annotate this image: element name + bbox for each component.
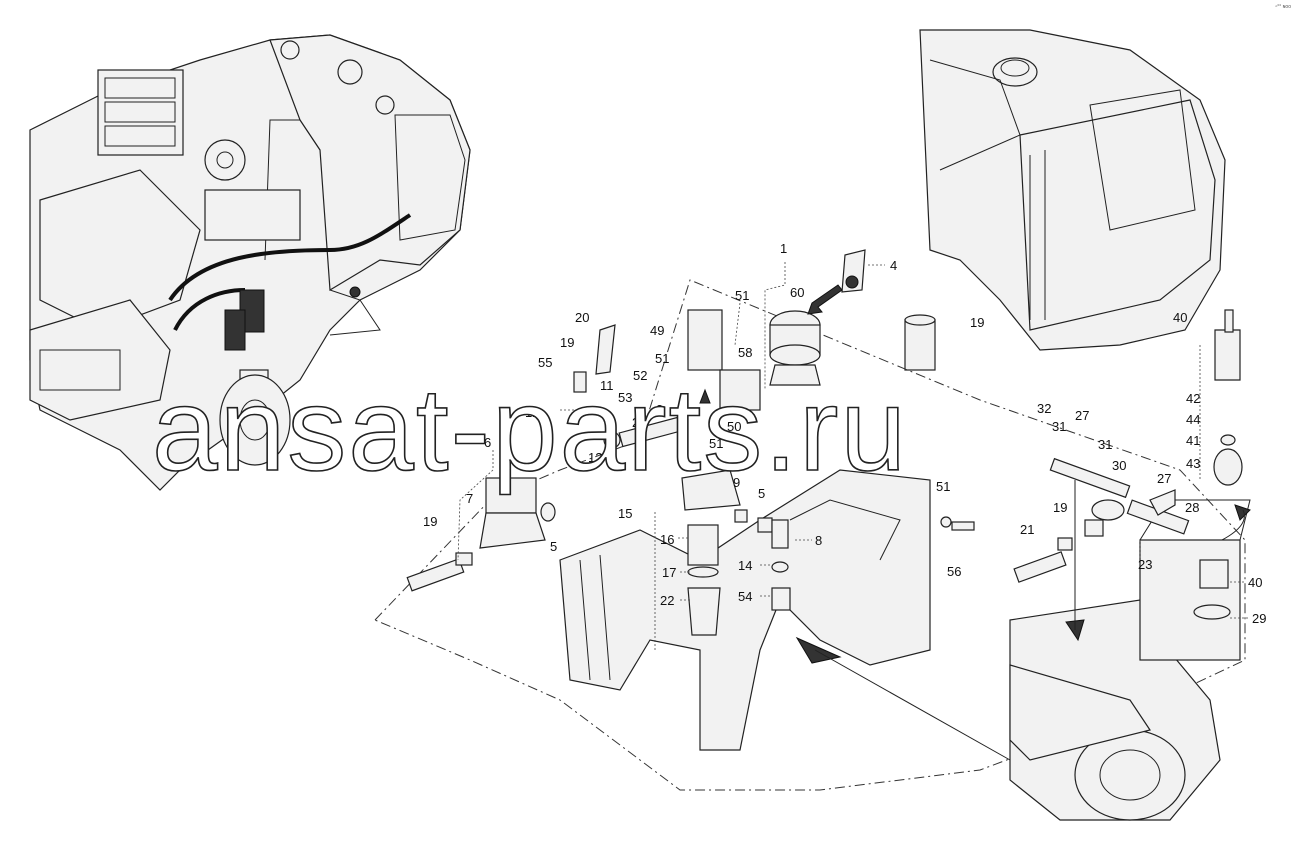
direction-arrows xyxy=(699,284,1251,761)
callout-label: 41 xyxy=(1186,433,1200,448)
filter-housing-15 xyxy=(681,469,741,636)
callout-label: 4 xyxy=(890,258,897,273)
callout-label: 43 xyxy=(1186,456,1200,471)
callout-label: 31 xyxy=(1098,437,1112,452)
bolt-56 xyxy=(940,516,975,531)
callout-label: 1 xyxy=(780,241,787,256)
callout-label: 15 xyxy=(618,506,632,521)
callout-label: 20 xyxy=(575,310,589,325)
callout-label: 54 xyxy=(738,589,752,604)
callout-label: 51 xyxy=(709,436,723,451)
solenoid-valve-60 xyxy=(769,310,821,386)
fittings-8-9-14-54 xyxy=(734,509,791,611)
callout-label: 52 xyxy=(633,368,647,383)
callout-label: 17 xyxy=(662,565,676,580)
callout-label: 58 xyxy=(738,345,752,360)
callout-label: 12 xyxy=(588,450,602,465)
callout-label: 29 xyxy=(1252,611,1266,626)
filter-21-right xyxy=(1013,537,1073,583)
watermark: ansat-parts.ru xyxy=(152,364,908,496)
callout-label: 53 xyxy=(618,390,632,405)
callout-label: 50 xyxy=(727,419,741,434)
callout-label: 11 xyxy=(600,378,614,393)
callout-label: 21 xyxy=(1020,522,1034,537)
machine-overview xyxy=(29,34,471,491)
callout-label: 7 xyxy=(466,491,473,506)
callout-label: 6 xyxy=(484,435,491,450)
callout-label: 60 xyxy=(790,285,804,300)
callout-label: 3 xyxy=(656,402,663,417)
solenoid-7 xyxy=(479,477,556,549)
corner-mark: ⁿ°° ɴoo xyxy=(1275,4,1291,10)
line-assembly-23 xyxy=(1049,457,1190,537)
callout-label: 51 xyxy=(735,288,749,303)
callout-label: 31 xyxy=(1052,419,1066,434)
callout-label: 19 xyxy=(1053,500,1067,515)
callout-label: 19 xyxy=(423,514,437,529)
callout-label: 27 xyxy=(1157,471,1171,486)
callout-label: 2 xyxy=(632,415,639,430)
valve-block-49 xyxy=(687,309,761,411)
cab-tank-assembly xyxy=(904,29,1226,371)
callout-label: 27 xyxy=(1075,408,1089,423)
leader-lines xyxy=(457,262,1250,650)
callout-label: 51 xyxy=(936,479,950,494)
callout-label: 51 xyxy=(655,351,669,366)
callout-label: 5 xyxy=(758,486,765,501)
callout-label: 40 xyxy=(1248,575,1262,590)
callout-label: 9 xyxy=(733,475,740,490)
callout-label: 8 xyxy=(815,533,822,548)
filter-21-left xyxy=(406,552,473,592)
lower-chassis xyxy=(559,469,1251,821)
callout-label: 49 xyxy=(650,323,664,338)
callout-label: 44 xyxy=(1186,412,1200,427)
callout-label: 22 xyxy=(660,593,674,608)
callout-label: 30 xyxy=(1112,458,1126,473)
callout-label: 19 xyxy=(560,335,574,350)
coupling-2-3 xyxy=(603,416,682,449)
callout-label: 23 xyxy=(1138,557,1152,572)
callout-label: 42 xyxy=(1186,391,1200,406)
callout-label: 5 xyxy=(550,539,557,554)
callout-label: 14 xyxy=(738,558,752,573)
bracket-20 xyxy=(595,324,616,375)
bracket-27 xyxy=(1149,489,1176,516)
frame-outline xyxy=(374,279,1246,791)
sensor-40 xyxy=(1193,309,1243,620)
callout-label: 19 xyxy=(970,315,984,330)
callout-labels: 1 4 60 51 58 49 20 19 55 51 52 11 53 12 … xyxy=(423,241,1266,626)
spring-55 xyxy=(573,371,587,393)
callout-label: 55 xyxy=(538,355,552,370)
callout-label: 12 xyxy=(525,405,539,420)
callout-label: 28 xyxy=(1185,500,1199,515)
plug-4 xyxy=(841,249,866,293)
callout-label: 32 xyxy=(1037,401,1051,416)
callout-label: 40 xyxy=(1173,310,1187,325)
callout-label: 16 xyxy=(660,532,674,547)
callout-label: 56 xyxy=(947,564,961,579)
